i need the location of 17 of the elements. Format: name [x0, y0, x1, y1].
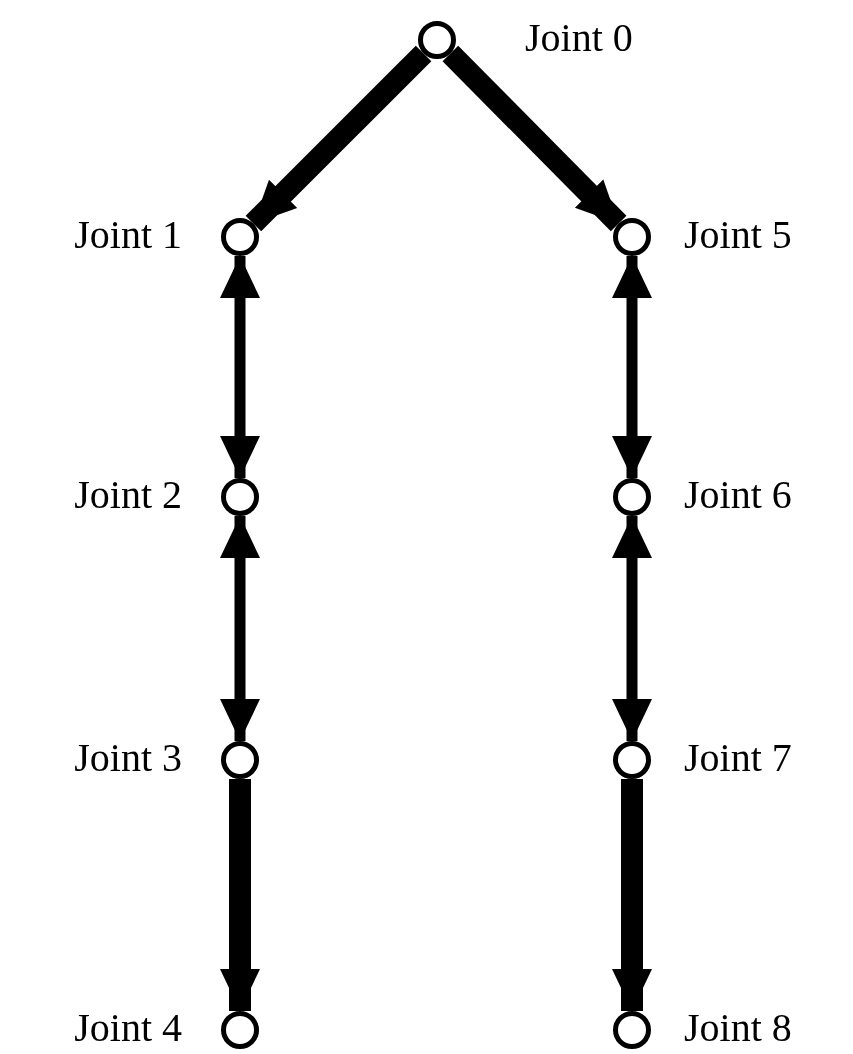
arrow — [245, 45, 432, 232]
arrow — [220, 779, 260, 1011]
joint-label: Joint 2 — [74, 475, 182, 515]
arrow — [220, 256, 260, 478]
joint-label: Joint 8 — [684, 1008, 792, 1048]
arrow — [612, 256, 652, 478]
joint-label: Joint 4 — [74, 1008, 182, 1048]
joint-label: Joint 7 — [684, 738, 792, 778]
joint-label: Joint 6 — [684, 475, 792, 515]
arrow — [442, 45, 627, 232]
arrow — [612, 779, 652, 1011]
arrow — [220, 516, 260, 741]
joint-label: Joint 5 — [684, 215, 792, 255]
joint-label: Joint 0 — [525, 18, 633, 58]
joint-label: Joint 1 — [74, 215, 182, 255]
joint-label: Joint 3 — [74, 738, 182, 778]
arrow — [612, 516, 652, 741]
